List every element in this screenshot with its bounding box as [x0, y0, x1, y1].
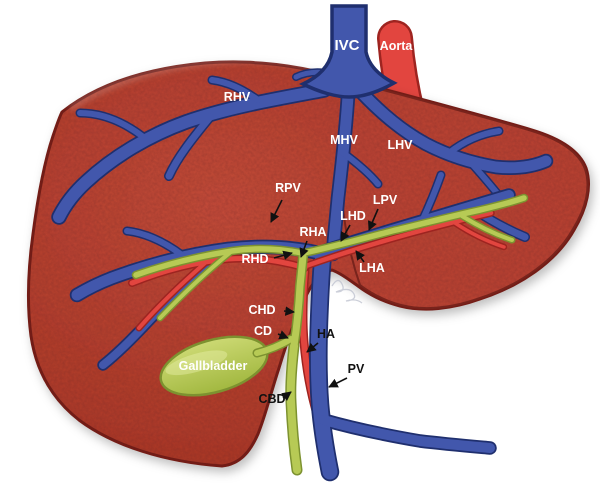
label-cd: CD	[254, 324, 272, 338]
lpv-arrow	[367, 208, 379, 231]
cd-arrow	[277, 330, 289, 340]
hepatic-veins-body	[53, 69, 552, 260]
ducts-body	[133, 195, 527, 474]
rha-vessel	[129, 256, 308, 286]
cd-vessel	[254, 336, 294, 356]
rpv-arrow	[270, 199, 283, 223]
rha-arrow	[299, 240, 309, 258]
labels: IVC Aorta RHV MHV LHV RPV LPV LHD RHA LH…	[179, 37, 414, 406]
rhv-vessel	[53, 84, 330, 223]
label-rhv: RHV	[224, 90, 251, 104]
label-cbd: CBD	[258, 392, 285, 406]
label-lpv: LPV	[373, 193, 398, 207]
cbd-arrow	[281, 391, 292, 402]
pv-vessel	[310, 246, 338, 480]
chd-arrow	[283, 306, 295, 316]
cbd-vessel	[286, 342, 301, 474]
gallbladder-highlight	[165, 350, 228, 376]
ivc-vessel	[298, 4, 398, 99]
liver-top-highlight	[68, 56, 342, 111]
bile-ducts	[131, 193, 529, 476]
lhd-vessel	[301, 195, 527, 256]
rhd-arrow	[273, 250, 293, 260]
label-gallbladder: Gallbladder	[179, 359, 248, 373]
label-rha: RHA	[299, 225, 326, 239]
label-rhd: RHD	[241, 252, 268, 266]
label-ha: HA	[317, 327, 335, 341]
label-lhd: LHD	[340, 209, 366, 223]
label-pv: PV	[348, 362, 365, 376]
mhv-vessel	[327, 90, 354, 260]
label-lha: LHA	[359, 261, 385, 275]
ha-arrow	[306, 342, 319, 353]
label-ivc: IVC	[334, 37, 359, 54]
lhv-vessel	[356, 87, 552, 174]
signature-watermark	[331, 279, 363, 304]
pointer-arrows	[270, 199, 379, 402]
label-chd: CHD	[248, 303, 275, 317]
pv-arrow	[328, 377, 348, 388]
label-mhv: MHV	[330, 133, 358, 147]
lha-arrow	[355, 250, 365, 263]
lhd-arrow	[340, 224, 351, 242]
label-lhv: LHV	[388, 138, 414, 152]
label-aorta: Aorta	[380, 39, 414, 53]
label-rpv: RPV	[275, 181, 301, 195]
chd-vessel	[290, 253, 307, 350]
hepatic-veins	[51, 68, 554, 262]
